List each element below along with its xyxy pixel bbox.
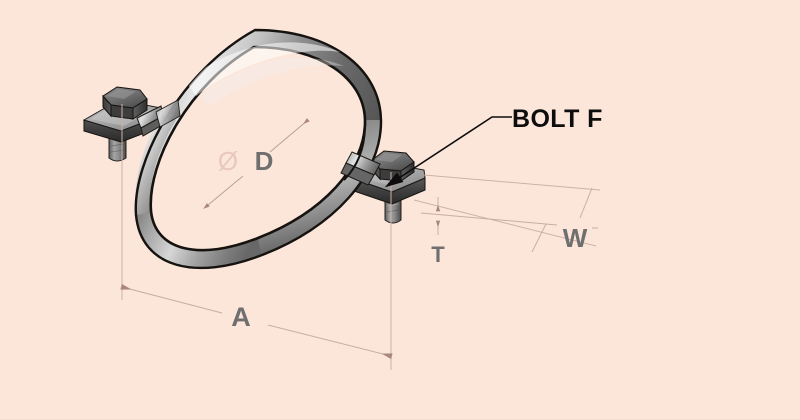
dimension-label-t: T	[431, 242, 445, 267]
dimension-d: Ø D	[203, 118, 310, 209]
extension-line-w-bottom	[413, 199, 597, 247]
diameter-symbol-icon: Ø	[218, 146, 238, 176]
band-left-tail	[136, 99, 181, 137]
dimension-w: W	[413, 174, 601, 253]
dimension-label-w: W	[563, 223, 588, 253]
clamp-band	[134, 28, 383, 270]
dimension-tick-w-bottom	[531, 223, 547, 253]
dimension-line-a-right-seg	[267, 324, 393, 360]
dimension-line-a-left-seg	[120, 283, 223, 314]
extension-line-w-top	[423, 174, 601, 191]
dimension-label-d: D	[255, 146, 274, 176]
clamp-assembly	[82, 28, 426, 270]
callout-label-bolt-f: BOLT F	[512, 105, 603, 133]
callout-leader-line	[384, 116, 512, 188]
dimension-a: A	[120, 104, 393, 370]
dimension-line-w-seg1	[420, 212, 558, 226]
left-bolt-hex-head	[102, 86, 148, 120]
leader-line-d-upper	[269, 118, 310, 153]
band-right-tail	[340, 151, 381, 186]
dimension-label-a: A	[231, 302, 251, 332]
dimension-tick-w-top	[579, 187, 593, 219]
dimension-t: T	[431, 197, 445, 267]
callout-bolt-f: BOLT F	[384, 105, 603, 188]
left-flange-bolt-group	[82, 86, 162, 162]
leader-line-d-lower	[203, 175, 244, 209]
